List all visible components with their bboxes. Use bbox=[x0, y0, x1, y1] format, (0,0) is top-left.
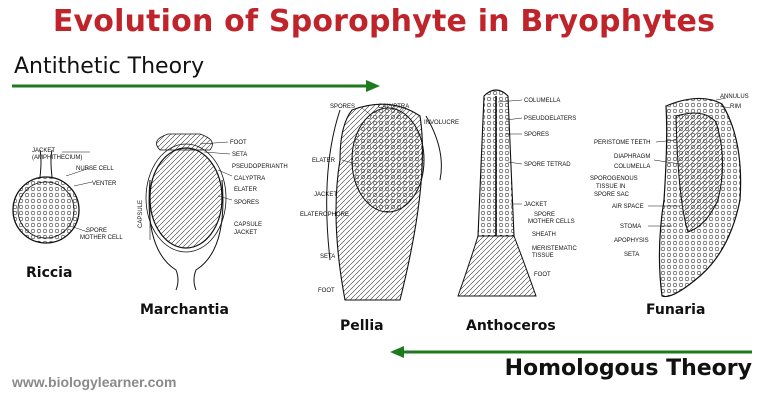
page-title: Evolution of Sporophyte in Bryophytes bbox=[52, 4, 716, 39]
pellia-label-seta: SETA bbox=[320, 254, 335, 260]
riccia-label-jacket: JACKET bbox=[32, 148, 55, 154]
riccia-illustration bbox=[12, 149, 93, 244]
anthoceros-illustration bbox=[457, 89, 537, 297]
funaria-label-columella: COLUMELLA bbox=[614, 164, 650, 170]
marchantia-label-foot: FOOT bbox=[230, 140, 247, 146]
marchantia-label-jacket: JACKET bbox=[234, 230, 257, 236]
anthoceros-label-spores: SPORES bbox=[524, 132, 549, 138]
anthoceros-label-meristematic: MERISTEMATIC bbox=[532, 246, 578, 252]
marchantia-label-spores: SPORES bbox=[234, 200, 259, 206]
riccia-label-nurse-cell: NURSE CELL bbox=[76, 166, 114, 172]
anthoceros-label-foot: FOOT bbox=[534, 272, 551, 278]
anthoceros-annotations: COLUMELLA PSEUDOELATERS SPORES SPORE TET… bbox=[524, 98, 578, 278]
funaria-label-tissue-in: TISSUE IN bbox=[596, 184, 625, 190]
marchantia-label-capsule-side: CAPSULE bbox=[138, 200, 144, 228]
pellia-label-involucre: INVOLUCRE bbox=[424, 120, 459, 126]
funaria-label-air-space: AIR SPACE bbox=[612, 204, 644, 210]
homologous-theory-label: Homologous Theory bbox=[504, 356, 752, 381]
anthoceros-label-sheath: SHEATH bbox=[532, 232, 556, 238]
anthoceros-label-jacket: JACKET bbox=[524, 202, 547, 208]
funaria-name: Funaria bbox=[646, 302, 706, 318]
pellia-illustration bbox=[326, 103, 442, 301]
website-watermark: www.biologylearner.com bbox=[12, 374, 177, 390]
riccia-label-mother-cell: MOTHER CELL bbox=[80, 235, 123, 241]
funaria-label-apophysis: APOPHYSIS bbox=[614, 238, 649, 244]
marchantia-label-elater: ELATER bbox=[234, 187, 258, 193]
anthoceros-label-pseudoelaters: PSEUDOELATERS bbox=[524, 116, 576, 122]
marchantia-label-pseudoperianth: PSEUDOPERIANTH bbox=[232, 164, 288, 170]
marchantia-annotations: FOOT SETA PSEUDOPERIANTH CALYPTRA ELATER… bbox=[138, 140, 288, 236]
anthoceros-label-tissue: TISSUE bbox=[532, 253, 554, 259]
funaria-label-rim: RIM bbox=[730, 104, 741, 110]
riccia-label-spore: SPORE bbox=[86, 228, 107, 234]
pellia-annotations: SPORES CALYPTRA INVOLUCRE ELATER JACKET … bbox=[300, 104, 459, 294]
funaria-label-annulus: ANNULUS bbox=[720, 94, 749, 100]
riccia-name: Riccia bbox=[26, 265, 73, 281]
marchantia-label-capsule: CAPSULE bbox=[234, 222, 262, 228]
homologous-arrow bbox=[390, 346, 752, 358]
riccia-label-amphithecium: (AMPHITHECIUM) bbox=[32, 155, 82, 161]
funaria-illustration bbox=[648, 97, 742, 298]
antithetic-arrow bbox=[12, 80, 380, 92]
marchantia-illustration bbox=[145, 133, 233, 291]
marchantia-label-calyptra: CALYPTRA bbox=[234, 176, 265, 182]
riccia-annotations: JACKET (AMPHITHECIUM) NURSE CELL VENTER … bbox=[32, 148, 123, 241]
anthoceros-label-mother-cells: MOTHER CELLS bbox=[528, 219, 575, 225]
marchantia-name: Marchantia bbox=[140, 302, 229, 318]
pellia-label-spores: SPORES bbox=[330, 104, 355, 110]
funaria-annotations: ANNULUS RIM PERISTOME TEETH DIAPHRAGM CO… bbox=[590, 94, 749, 258]
antithetic-theory-label: Antithetic Theory bbox=[14, 54, 205, 79]
funaria-label-seta: SETA bbox=[624, 252, 639, 258]
pellia-label-calyptra: CALYPTRA bbox=[378, 104, 409, 110]
anthoceros-label-spore-tetrad: SPORE TETRAD bbox=[524, 162, 571, 168]
pellia-label-jacket: JACKET bbox=[314, 192, 337, 198]
anthoceros-label-columella: COLUMELLA bbox=[524, 98, 560, 104]
funaria-label-diaphragm: DIAPHRAGM bbox=[614, 154, 650, 160]
anthoceros-label-spore: SPORE bbox=[534, 212, 555, 218]
funaria-label-spore-sac: SPORE SAC bbox=[594, 192, 630, 198]
pellia-label-elater: ELATER bbox=[312, 158, 336, 164]
pellia-label-elaterophore: ELATEROPHORE bbox=[300, 212, 349, 218]
funaria-label-peristome-teeth: PERISTOME TEETH bbox=[594, 140, 650, 146]
anthoceros-name: Anthoceros bbox=[466, 318, 556, 334]
funaria-label-stoma: STOMA bbox=[620, 224, 641, 230]
pellia-name: Pellia bbox=[340, 318, 384, 334]
marchantia-label-seta: SETA bbox=[232, 152, 247, 158]
riccia-label-venter: VENTER bbox=[92, 181, 117, 187]
pellia-label-foot: FOOT bbox=[318, 288, 335, 294]
funaria-label-sporogenous: SPOROGENOUS bbox=[590, 176, 638, 182]
